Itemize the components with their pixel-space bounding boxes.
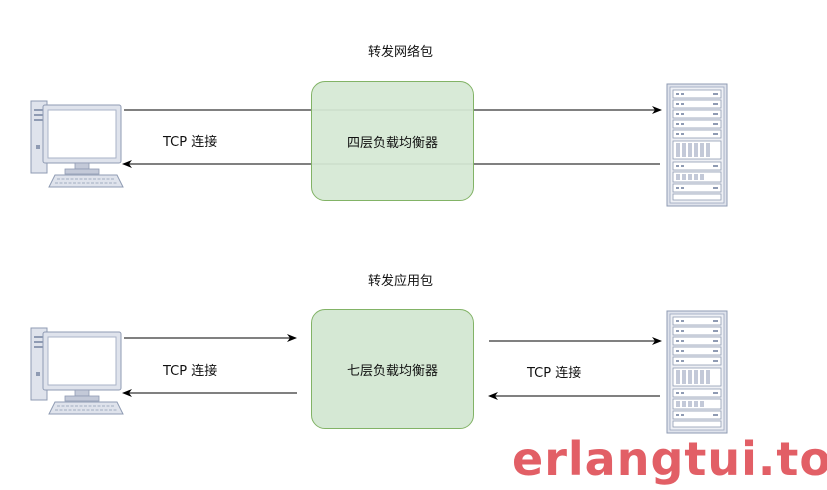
client-computer-icon-bottom xyxy=(30,327,124,415)
layer7-load-balancer-box: 七层负载均衡器 xyxy=(311,309,474,429)
top-tcp-connection-label: TCP 连接 xyxy=(163,135,218,150)
client-computer-icon-top xyxy=(30,100,124,188)
server-rack-icon-top xyxy=(666,83,728,207)
layer7-load-balancer-label: 七层负载均衡器 xyxy=(346,363,438,379)
top-caption: 转发网络包 xyxy=(368,45,434,60)
watermark-text: erlangtui.top xyxy=(512,432,827,486)
server-rack-icon-bottom xyxy=(666,310,728,434)
layer4-load-balancer-label: 四层负载均衡器 xyxy=(346,135,438,151)
bottom-server-tcp-connection-label: TCP 连接 xyxy=(527,366,582,381)
bottom-client-tcp-connection-label: TCP 连接 xyxy=(163,364,218,379)
layer4-load-balancer-box: 四层负载均衡器 xyxy=(311,81,474,201)
bottom-caption: 转发应用包 xyxy=(368,274,434,289)
